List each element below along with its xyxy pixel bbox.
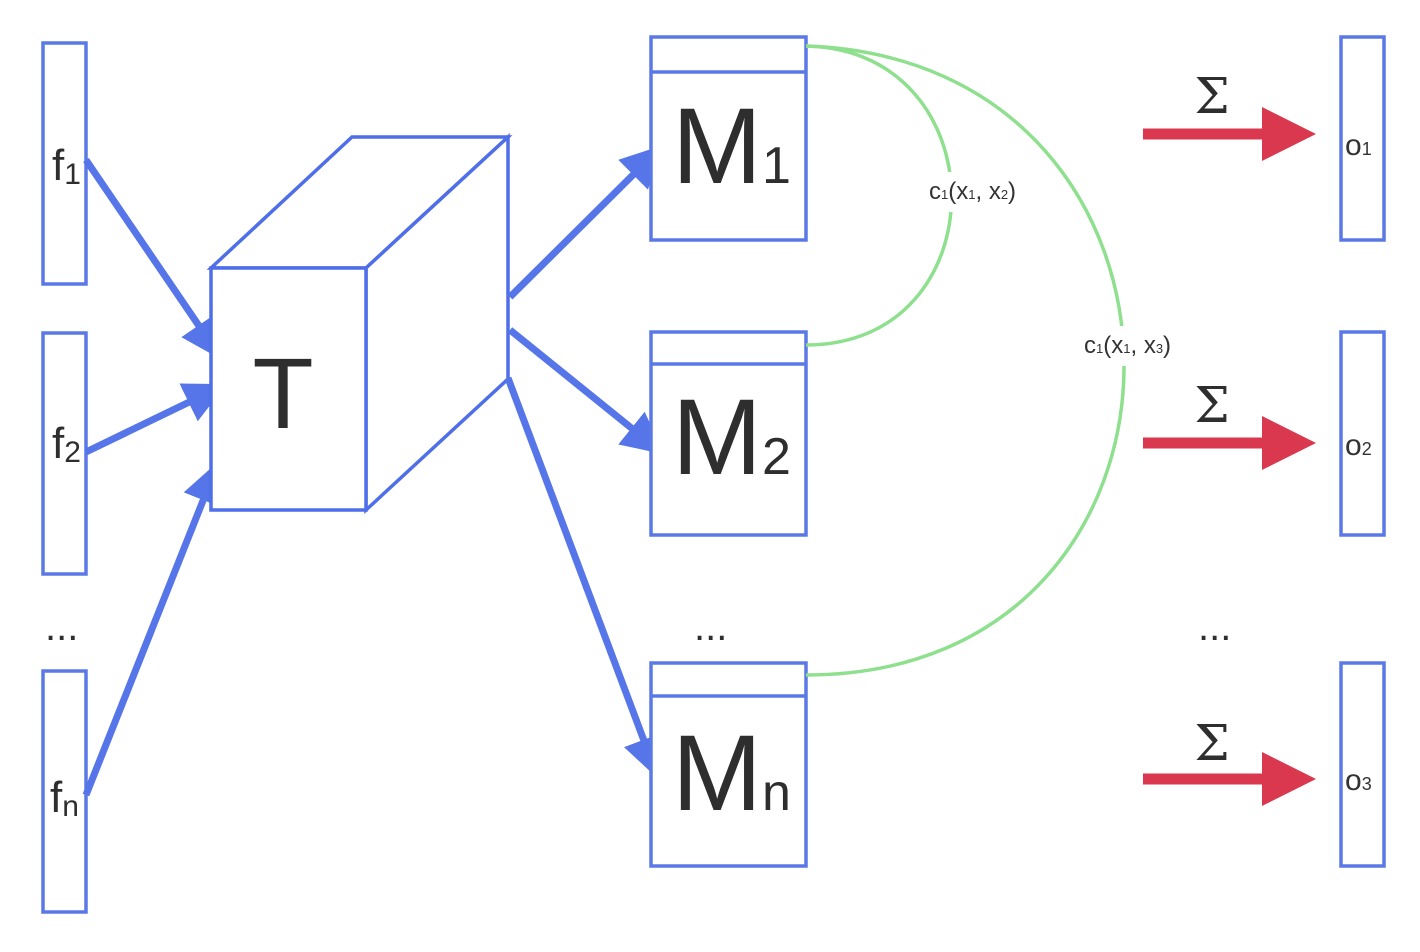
output-box-1	[1339, 35, 1386, 242]
model-label-n: Mn	[672, 712, 791, 833]
output-label-3: o3	[1345, 764, 1372, 797]
output-label-2: o2	[1345, 429, 1372, 462]
model-label-2: M2	[672, 376, 791, 497]
input-feature-label-n: fn	[50, 773, 79, 823]
input-feature-box-2	[41, 331, 88, 576]
sum-arrow-3	[1143, 752, 1316, 806]
output-side-ellipsis: ...	[1198, 605, 1231, 649]
model-box-n	[649, 661, 808, 868]
output-label-1: o1	[1345, 129, 1372, 162]
arrow-f1-to-T	[83, 158, 223, 361]
model-box-2	[649, 330, 808, 537]
arrow-T-to-M1	[507, 145, 663, 300]
sum-arrow-2	[1143, 416, 1316, 470]
arrow-T-to-M2	[507, 327, 665, 455]
correlation-label-1: c1(x1, x2)	[929, 178, 1016, 205]
output-box-3	[1339, 661, 1386, 868]
tensor-cube	[206, 133, 513, 514]
sum-arrow-1	[1143, 107, 1316, 161]
tensor-cube-front-face	[209, 266, 368, 512]
arrow-T-to-Mn	[504, 376, 664, 780]
output-box-2	[1339, 330, 1386, 537]
sum-symbol-3: Σ	[1194, 714, 1229, 772]
tensor-label: T	[252, 338, 313, 450]
correlation-arc-m1-mn	[805, 44, 1126, 677]
input-feature-label-2: f2	[52, 419, 81, 469]
input-feature-box-1	[41, 41, 88, 286]
model-label-1: M1	[672, 85, 791, 206]
input-feature-box-n	[41, 669, 88, 914]
arrow-f2-to-T	[84, 383, 227, 456]
sum-symbol-2: Σ	[1194, 376, 1229, 434]
correlation-label-bg-2	[1080, 326, 1192, 366]
correlation-label-bg-1	[925, 172, 1037, 212]
arrow-fn-to-T	[82, 461, 223, 797]
input-feature-label-1: f1	[52, 141, 81, 191]
correlation-label-2: c1(x1, x3)	[1084, 332, 1171, 359]
sum-symbol-1: Σ	[1194, 67, 1229, 125]
input-ellipsis: ...	[45, 605, 78, 649]
model-box-1	[649, 35, 808, 242]
model-ellipsis: ...	[694, 605, 727, 649]
